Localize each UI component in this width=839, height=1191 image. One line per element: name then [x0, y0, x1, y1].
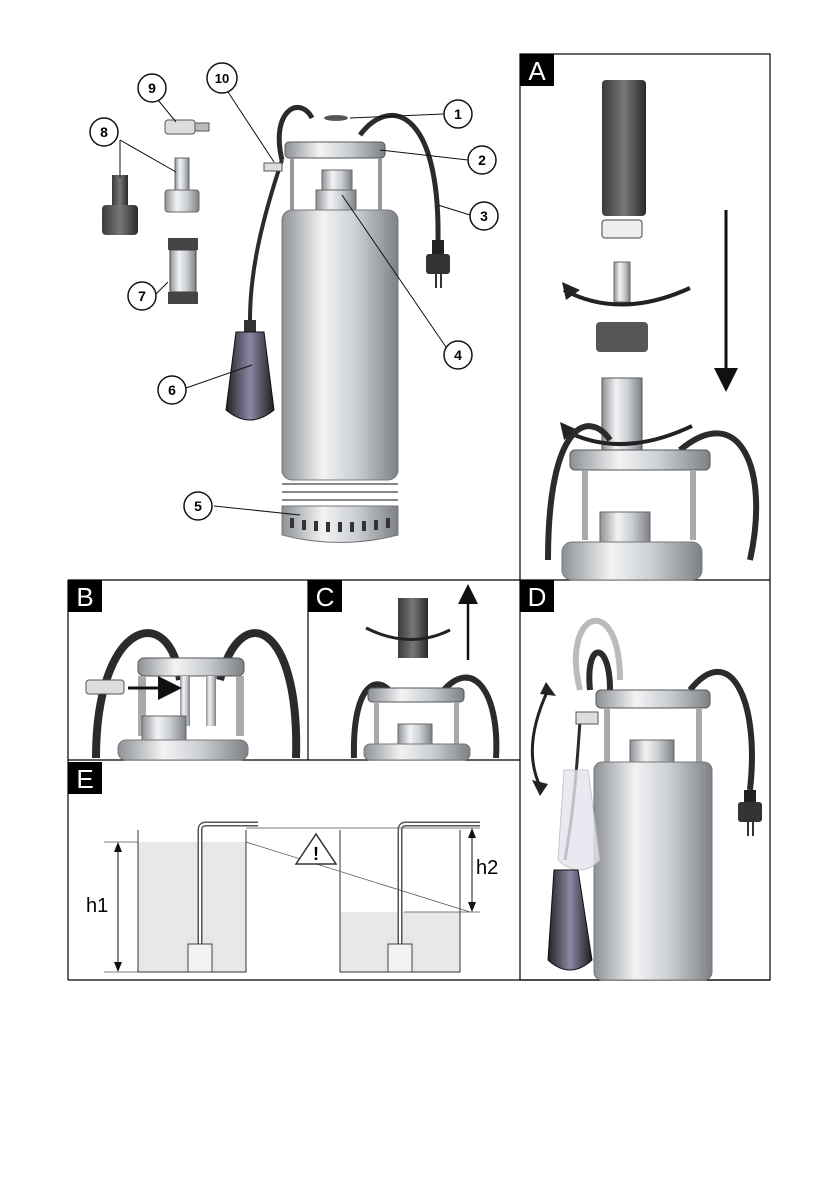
- carry-handle: [285, 142, 385, 158]
- svg-text:9: 9: [148, 80, 156, 96]
- main-pump-overview: 1 2 3 4 5 6 7 8 9 10: [90, 63, 498, 543]
- svg-text:5: 5: [194, 498, 202, 514]
- svg-text:6: 6: [168, 382, 176, 398]
- panel-a: A: [520, 54, 756, 580]
- callout-2: 2: [468, 146, 496, 174]
- callout-9: 9: [138, 74, 166, 102]
- panel-d: D: [520, 580, 762, 980]
- svg-text:7: 7: [138, 288, 146, 304]
- svg-text:8: 8: [100, 124, 108, 140]
- panel-b: B: [68, 580, 296, 760]
- callout-7: 7: [128, 282, 156, 310]
- float-switch-d: [548, 870, 592, 970]
- callout-10: 10: [207, 63, 237, 93]
- callout-5: 5: [184, 492, 212, 520]
- svg-text:3: 3: [480, 208, 488, 224]
- check-valve-7: [168, 238, 198, 304]
- panel-label-a: A: [528, 56, 546, 86]
- cable-clip-b: [86, 680, 124, 694]
- warning-triangle-icon: !: [296, 834, 336, 864]
- level-h2-label: h2: [476, 857, 498, 879]
- pump-housing: [282, 210, 398, 480]
- level-h1-label: h1: [86, 895, 108, 917]
- pump-top-a: [562, 542, 702, 580]
- panel-label-c: C: [316, 582, 335, 612]
- power-plug: [426, 240, 450, 288]
- callout-3: 3: [470, 202, 498, 230]
- hose-nozzle-8b: [165, 158, 199, 212]
- callout-4: 4: [444, 341, 472, 369]
- hose-a: [602, 80, 646, 216]
- svg-text:1: 1: [454, 106, 462, 122]
- float-cable: [250, 160, 282, 320]
- swing-arrow-icon: [532, 690, 548, 790]
- hose-connector-9: [165, 120, 209, 134]
- svg-text:!: !: [313, 844, 319, 864]
- panel-e: E h1 h2 !: [68, 762, 498, 972]
- panel-label-d: D: [528, 582, 547, 612]
- float-switch: [226, 320, 274, 420]
- hose-clamp-a: [602, 220, 642, 238]
- panel-label-b: B: [76, 582, 93, 612]
- svg-text:2: 2: [478, 152, 486, 168]
- panel-c: C: [308, 580, 496, 760]
- union-nut-a: [596, 322, 648, 352]
- panel-label-e: E: [76, 764, 93, 794]
- svg-text:10: 10: [215, 71, 229, 86]
- handle-a: [570, 450, 710, 470]
- vent-screw: [324, 115, 348, 121]
- callout-6: 6: [158, 376, 186, 404]
- svg-text:4: 4: [454, 347, 462, 363]
- callout-1: 1: [444, 100, 472, 128]
- pump-housing-d: [594, 762, 712, 980]
- cable-clip: [264, 163, 282, 171]
- callout-8: 8: [90, 118, 118, 146]
- handle-b: [138, 658, 244, 676]
- hose-nozzle-8a: [102, 175, 138, 235]
- check-valve-c: [398, 598, 428, 658]
